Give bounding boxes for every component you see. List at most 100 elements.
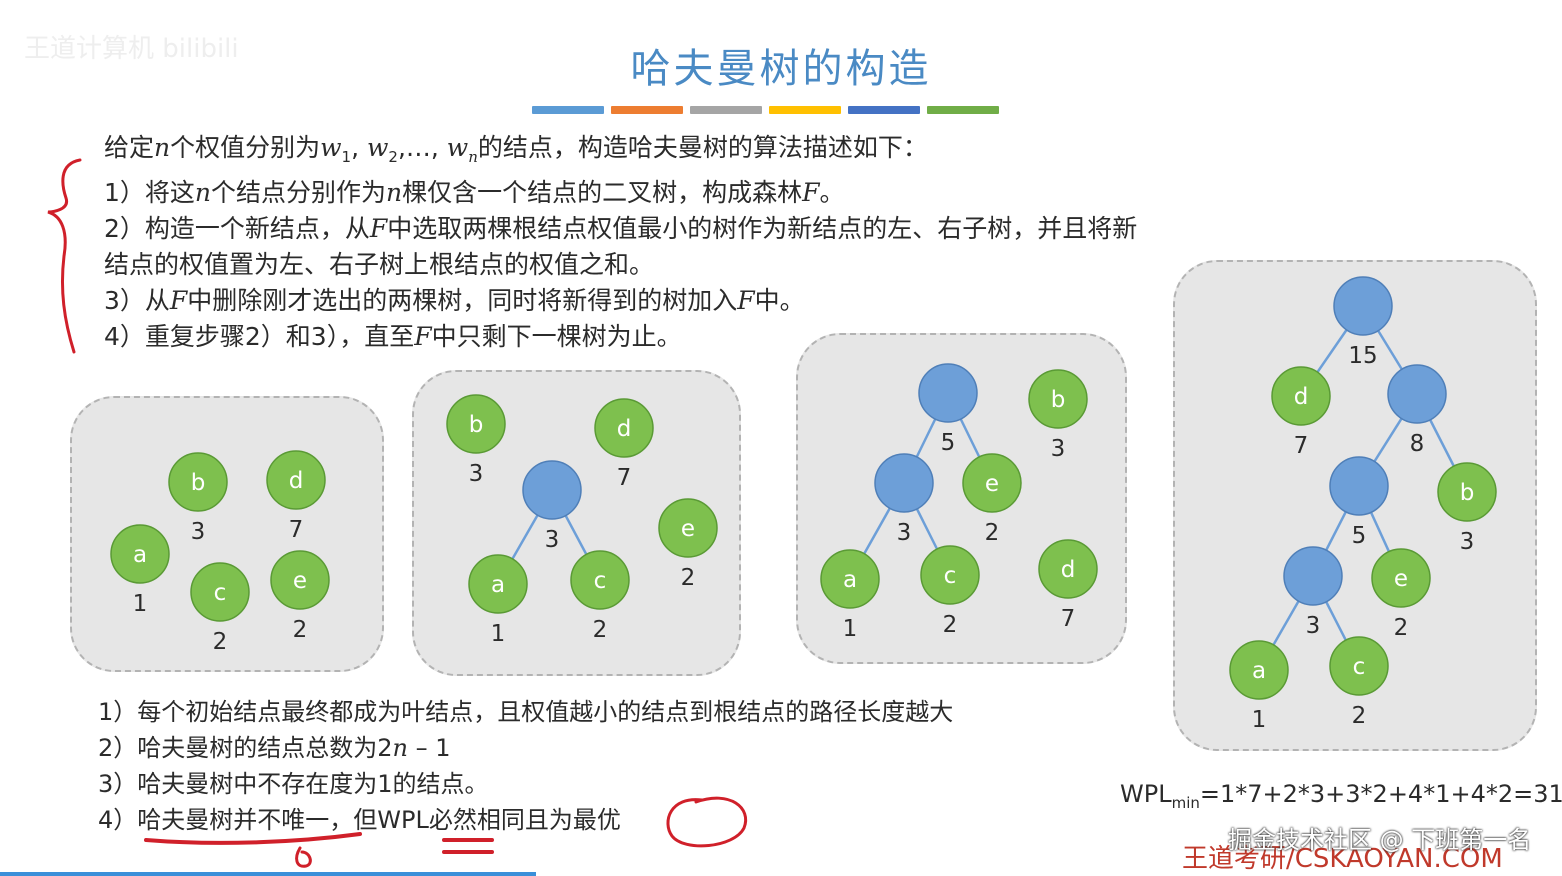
node-label: c	[214, 580, 227, 606]
node-weight: 5	[1352, 523, 1367, 549]
leaf-node-c	[920, 545, 980, 605]
node-label: c	[594, 568, 607, 594]
internal-node	[1283, 546, 1343, 606]
step-2: 2）构造一个新结点，从F中选取两棵根结点权值最小的树作为新结点的左、右子树，并且…	[104, 214, 1138, 243]
node-label: e	[1394, 566, 1408, 592]
leaf-node-d	[1038, 539, 1098, 599]
color-bar-segment	[690, 106, 762, 114]
node-weight: 1	[133, 591, 148, 617]
step-3: 3）从F中删除刚才选出的两棵树，同时将新得到的树加入F中。	[104, 286, 805, 315]
node-label: a	[843, 567, 857, 593]
node-weight: 3	[545, 527, 560, 553]
color-bar-segment	[611, 106, 683, 114]
node-label: a	[491, 572, 505, 598]
node-weight: 7	[617, 465, 632, 491]
leaf-node-e	[962, 453, 1022, 513]
node-weight: 7	[1294, 433, 1309, 459]
huffman-properties: 1）每个初始结点最终都成为叶结点，且权值越小的结点到根结点的路径长度越大 2）哈…	[98, 694, 953, 838]
leaf-node-c	[570, 550, 630, 610]
internal-node	[874, 453, 934, 513]
huffman-tree-final: 15 d 7 8 5 b 3 3 e 2 a 1 c 2	[1173, 260, 1537, 751]
node-weight: 2	[293, 617, 308, 643]
node-weight: 3	[897, 520, 912, 546]
property-3: 3）哈夫曼树中不存在度为1的结点。	[98, 770, 489, 798]
node-label: d	[289, 468, 304, 494]
internal-node	[1333, 276, 1393, 336]
node-weight: 3	[191, 519, 206, 545]
node-label: a	[133, 542, 147, 568]
node-weight: 2	[1394, 615, 1409, 641]
wangdao-watermark: 王道考研/CSKAOYAN.COM	[1182, 844, 1503, 874]
color-bar-segment	[927, 106, 999, 114]
color-bar-segment	[769, 106, 841, 114]
node-label: c	[944, 563, 957, 589]
double-underline-annotation	[442, 838, 494, 854]
node-weight: 1	[491, 621, 506, 647]
node-weight: 15	[1348, 343, 1377, 369]
page-title: 哈夫曼树的构造	[630, 46, 932, 92]
node-weight: 7	[1061, 606, 1076, 632]
left-brace-annotation	[47, 158, 82, 354]
leaf-node-b	[446, 394, 506, 454]
internal-node	[1329, 456, 1389, 516]
leaf-node-a	[820, 549, 880, 609]
juejin-watermark: 掘金技术社区 @ 下班第一名	[1228, 826, 1532, 854]
step-1: 1）将这n个结点分别作为n棵仅含一个结点的二叉树，构成森林F。	[104, 178, 845, 207]
leaf-node-a	[1229, 640, 1289, 700]
circle-annotation	[666, 796, 748, 848]
leaf-node-c	[1329, 636, 1389, 696]
color-bar-segment	[532, 106, 604, 114]
node-weight: 1	[843, 616, 858, 642]
property-4: 4）哈夫曼树并不唯一，但WPL必然相同且为最优	[98, 806, 621, 834]
leaf-node-e	[1371, 548, 1431, 608]
internal-node	[918, 363, 978, 423]
wpl-formula: WPLmin=1*7+2*3+3*2+4*1+4*2=31	[1120, 780, 1562, 812]
leaf-node-b	[168, 452, 228, 512]
node-label: e	[681, 516, 695, 542]
node-label: a	[1252, 658, 1266, 684]
progress-line	[0, 872, 536, 876]
internal-node	[1387, 364, 1447, 424]
leaf-node-a	[468, 554, 528, 614]
node-label: c	[1353, 654, 1366, 680]
node-weight: 2	[213, 629, 228, 655]
node-weight: 2	[1352, 703, 1367, 729]
leaf-node-e	[658, 498, 718, 558]
internal-node	[522, 460, 582, 520]
node-label: b	[1051, 387, 1066, 413]
leaf-node-d	[1271, 366, 1331, 426]
leaf-node-d	[594, 398, 654, 458]
node-label: d	[1294, 384, 1309, 410]
leaf-node-e	[270, 550, 330, 610]
bilibili-watermark: 王道计算机 bilibili	[24, 34, 239, 64]
node-weight: 2	[985, 520, 1000, 546]
node-weight: 2	[681, 565, 696, 591]
node-label: b	[191, 470, 206, 496]
color-bar-segment	[848, 106, 920, 114]
node-weight: 3	[1460, 529, 1475, 555]
leaf-node-a	[110, 524, 170, 584]
node-label: b	[1460, 480, 1475, 506]
node-label: e	[985, 471, 999, 497]
node-weight: 1	[1252, 707, 1267, 733]
leaf-node-c	[190, 562, 250, 622]
node-label: d	[617, 416, 632, 442]
leaf-node-b	[1437, 462, 1497, 522]
node-weight: 2	[593, 617, 608, 643]
underline-annotation	[144, 832, 362, 845]
property-2: 2）哈夫曼树的结点总数为2n – 1	[98, 734, 451, 762]
node-weight: 5	[941, 430, 956, 456]
node-weight: 8	[1410, 431, 1425, 457]
leaf-node-d	[266, 450, 326, 510]
underline-mark-annotation	[295, 846, 312, 868]
step-4: 4）重复步骤2）和3），直至F中只剩下一棵树为止。	[104, 322, 682, 351]
node-label: e	[293, 568, 307, 594]
step-2-continued: 结点的权值置为左、右子树上根结点的权值之和。	[104, 250, 655, 279]
node-weight: 3	[1306, 613, 1321, 639]
node-weight: 3	[469, 461, 484, 487]
node-weight: 3	[1051, 436, 1066, 462]
